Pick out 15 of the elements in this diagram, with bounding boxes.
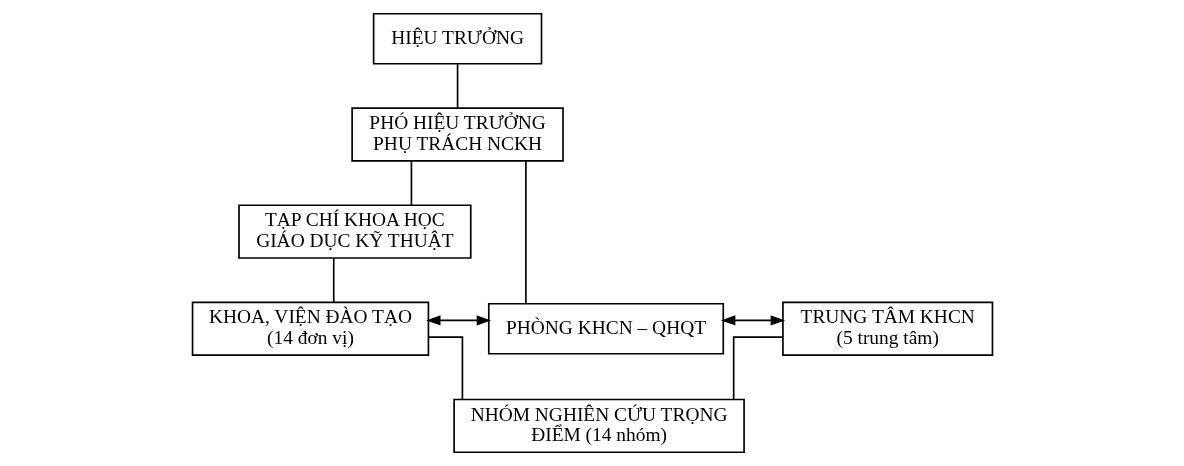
connector [332, 257, 335, 304]
connector [456, 63, 458, 109]
arrow [720, 315, 785, 326]
connector [524, 160, 527, 305]
node-box: TẠP CHÍ KHOA HỌC GIÁO DỤC KỸ THUẬT [237, 204, 472, 259]
node-box: PHÓ HIỆU TRƯỞNG PHỤ TRÁCH NCKH [350, 107, 564, 162]
connector [427, 336, 463, 401]
arrow [425, 315, 491, 326]
connector [732, 336, 784, 401]
node-box: TRUNG TÂM KHCN (5 trung tâm) [781, 301, 993, 356]
node-box: PHÒNG KHCN – QHQT [487, 302, 724, 355]
node-box: KHOA, VIỆN ĐÀO TẠO (14 đơn vị) [191, 301, 429, 356]
connector [410, 160, 412, 206]
node-box: HIỆU TRƯỞNG [372, 12, 542, 65]
node-box: NHÓM NGHIÊN CỨU TRỌNG ĐIỂM (14 nhóm) [452, 398, 745, 454]
